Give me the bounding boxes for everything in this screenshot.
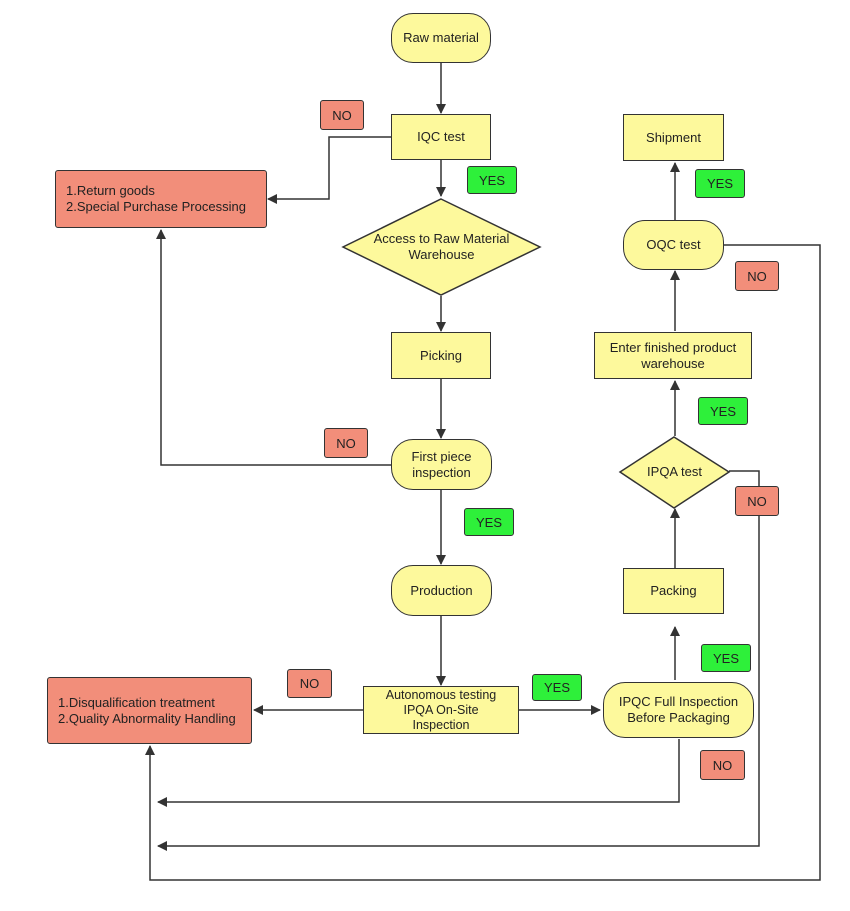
shipment-node: Shipment xyxy=(623,114,724,161)
no-badge-ipqc: NO xyxy=(700,750,745,780)
first-piece-inspection-node: First piece inspection xyxy=(391,439,492,490)
oqc-test-node: OQC test xyxy=(623,220,724,270)
yes-badge-autonomous: YES xyxy=(532,674,582,701)
no-badge-oqc: NO xyxy=(735,261,779,291)
access-warehouse-label: Access to Raw Material Warehouse xyxy=(373,231,510,262)
ipqc-full-inspection-node: IPQC Full Inspection Before Packaging xyxy=(603,682,754,738)
arrow-ipqc-no xyxy=(157,739,680,807)
access-warehouse-diamond xyxy=(341,198,542,296)
enter-finished-warehouse-node: Enter finished product warehouse xyxy=(594,332,752,379)
production-node: Production xyxy=(391,565,492,616)
yes-badge-ipqc: YES xyxy=(701,644,751,672)
picking-node: Picking xyxy=(391,332,491,379)
yes-badge-ipqa: YES xyxy=(698,397,748,425)
ipqa-test-diamond xyxy=(618,436,731,509)
arrow-iqc-no xyxy=(267,136,391,204)
disqualification-box: 1.Disqualification treatment 2.Quality A… xyxy=(47,677,252,744)
autonomous-testing-node: Autonomous testing IPQA On-Site Inspecti… xyxy=(363,686,519,734)
packing-node: Packing xyxy=(623,568,724,614)
iqc-test-node: IQC test xyxy=(391,114,491,160)
yes-badge-first-piece: YES xyxy=(464,508,514,536)
return-goods-box: 1.Return goods 2.Special Purchase Proces… xyxy=(55,170,267,228)
arrow-ipqa-no xyxy=(157,470,760,851)
arrow-oqc-no xyxy=(145,244,821,881)
raw-material-node: Raw material xyxy=(391,13,491,63)
no-badge-ipqa: NO xyxy=(735,486,779,516)
no-badge-first-piece: NO xyxy=(324,428,368,458)
yes-badge-iqc: YES xyxy=(467,166,517,194)
yes-badge-oqc: YES xyxy=(695,169,745,198)
no-badge-iqc: NO xyxy=(320,100,364,130)
ipqa-test-label: IPQA test xyxy=(647,464,702,479)
no-badge-autonomous: NO xyxy=(287,669,332,698)
arrow-firstpiece-no xyxy=(156,229,391,466)
